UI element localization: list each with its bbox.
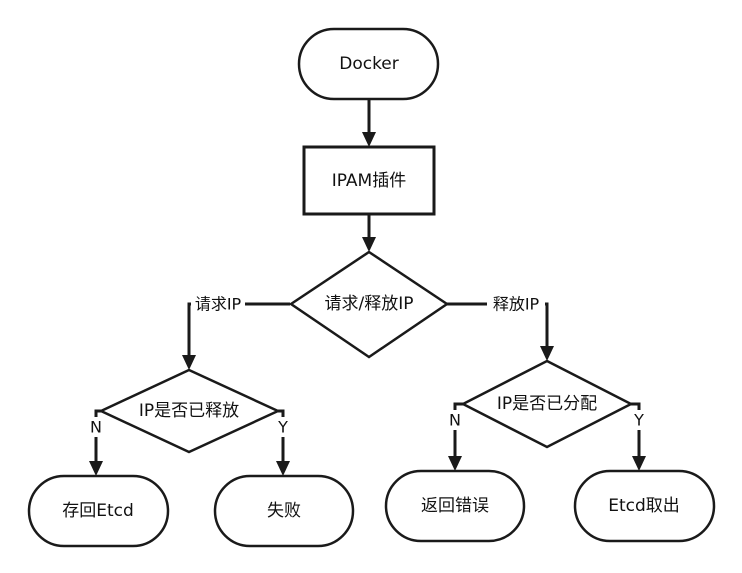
request-ip-label-bg bbox=[191, 292, 245, 316]
arrowhead-etcd-fetch bbox=[632, 456, 646, 471]
node-docker bbox=[297, 27, 440, 101]
edge-label-left-no: N bbox=[90, 418, 102, 437]
edge-label-right-no: N bbox=[449, 411, 461, 430]
arrowhead-ipam bbox=[362, 132, 376, 147]
edge-label-left-yes: Y bbox=[277, 418, 288, 437]
node-released-check bbox=[98, 368, 281, 454]
node-return-error-label: 返回错误 bbox=[421, 496, 489, 516]
node-fail bbox=[213, 474, 355, 548]
node-etcd-fetch bbox=[573, 469, 716, 543]
edge-release-ip bbox=[446, 302, 549, 347]
node-request-release bbox=[288, 250, 450, 359]
node-request-release-label: 请求/释放IP bbox=[325, 294, 414, 314]
arrowhead-fail bbox=[276, 461, 290, 476]
node-allocated-check bbox=[460, 359, 634, 449]
node-released-check-label: IP是否已释放 bbox=[139, 401, 239, 421]
left-no-label-bg bbox=[88, 417, 104, 437]
arrowhead-allocated-check bbox=[540, 346, 554, 361]
node-allocated-check-label: IP是否已分配 bbox=[497, 394, 597, 414]
node-ipam bbox=[302, 145, 436, 216]
edge-label-release-ip: 释放IP bbox=[493, 295, 540, 314]
node-ipam-label: IPAM插件 bbox=[332, 171, 406, 191]
right-yes-label-bg bbox=[631, 410, 647, 430]
arrowhead-return-error bbox=[448, 456, 462, 471]
right-no-label-bg bbox=[447, 410, 463, 430]
node-return-error bbox=[384, 469, 526, 543]
release-ip-label-bg bbox=[487, 292, 545, 316]
node-fail-label: 失败 bbox=[267, 501, 301, 521]
node-store-etcd bbox=[27, 474, 170, 548]
arrowhead-released-check bbox=[182, 355, 196, 370]
left-yes-label-bg bbox=[275, 417, 291, 437]
node-store-etcd-label: 存回Etcd bbox=[62, 501, 134, 521]
arrowhead-store-etcd bbox=[89, 461, 103, 476]
edge-labels: 请求IP 释放IP N Y N Y bbox=[88, 292, 647, 437]
nodes: Docker IPAM插件 请求/释放IP IP是否已释放 IP是否已分配 存回… bbox=[27, 27, 716, 548]
edge-request-ip bbox=[187, 302, 290, 356]
edge-label-right-yes: Y bbox=[633, 411, 644, 430]
node-etcd-fetch-label: Etcd取出 bbox=[608, 496, 680, 516]
node-docker-label: Docker bbox=[339, 54, 399, 74]
edge-label-request-ip: 请求IP bbox=[195, 295, 242, 314]
arrowhead-decision bbox=[362, 237, 376, 252]
